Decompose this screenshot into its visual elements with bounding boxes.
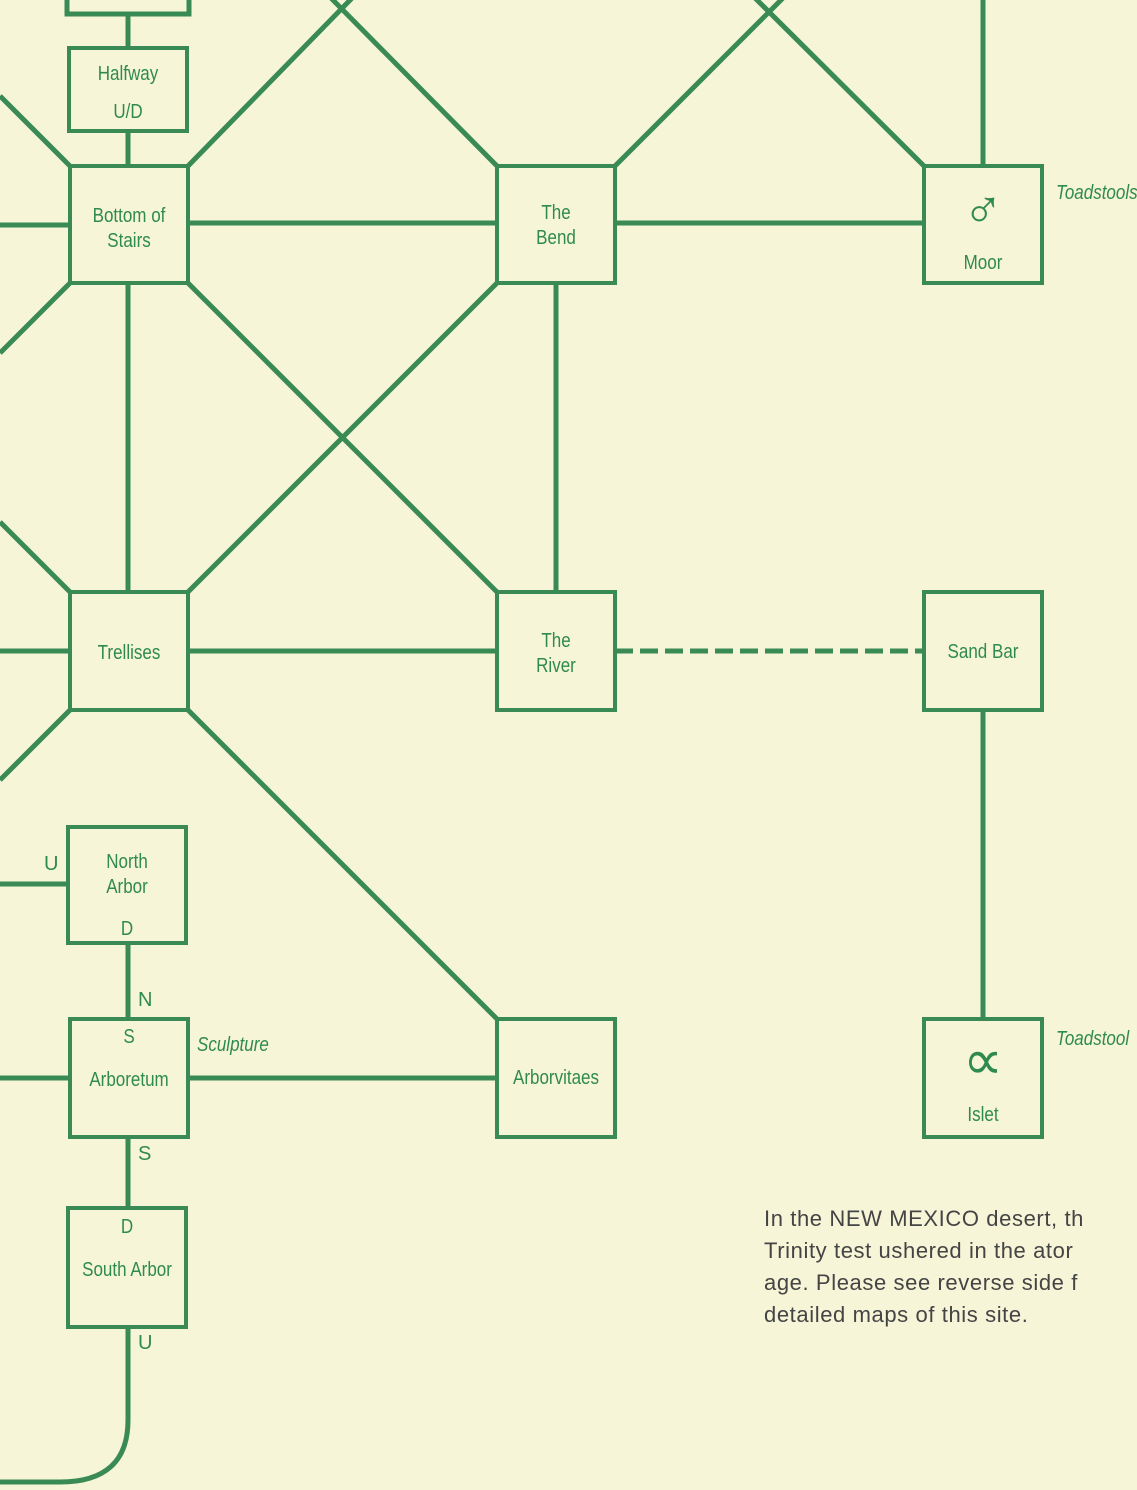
north-arbor-exit-up-label: U [44, 853, 59, 875]
caption-line-4: detailed maps of this site. [764, 1302, 1029, 1327]
room-south-arbor[interactable]: D South Arbor [66, 1206, 188, 1329]
caption-line-2: Trinity test ushered in the ator [764, 1238, 1074, 1263]
path-moor-nw [753, 0, 926, 168]
path-bend-to-trellises [186, 281, 499, 594]
room-sand-bar-label: Sand Bar [947, 641, 1019, 663]
room-the-river[interactable]: The River [495, 590, 617, 712]
room-bottom-of-stairs-line1: Bottom of [92, 205, 166, 227]
room-the-river-line2: River [536, 655, 576, 677]
room-trellises[interactable]: Trellises [68, 590, 190, 712]
caption-line-3: age. Please see reverse side f [764, 1270, 1078, 1295]
room-arborvitaes-label: Arborvitaes [513, 1067, 599, 1089]
path-trellises-sw [0, 708, 72, 782]
islet-note: Toadstool [1056, 1028, 1130, 1050]
path-bend-ne [613, 0, 785, 168]
path-trellises-to-arborvitaes [186, 708, 499, 1021]
room-halfway-label: Halfway [97, 63, 159, 85]
room-the-bend-line1: The [541, 202, 571, 224]
proportional-symbol-icon: ∝ [962, 1028, 1003, 1091]
south-arbor-exit-down: D [120, 1216, 134, 1238]
room-the-river-line1: The [541, 630, 571, 652]
path-stairs-ne [186, 0, 354, 168]
room-trellises-label: Trellises [97, 642, 161, 664]
caption-line-1: In the NEW MEXICO desert, th [764, 1206, 1085, 1231]
mars-symbol-icon: ♂ [962, 180, 1004, 240]
room-north-arbor-line1: North [106, 851, 148, 873]
room-south-arbor-label: South Arbor [82, 1259, 172, 1281]
arboretum-note: Sculpture [197, 1034, 269, 1056]
caption-text: In the NEW MEXICO desert, th Trinity tes… [764, 1203, 1137, 1331]
room-north-arbor[interactable]: North Arbor D [66, 825, 188, 945]
path-bend-nw [329, 0, 499, 168]
path-south-arbor-up-curve [0, 1327, 131, 1485]
room-halfway[interactable]: Halfway U/D [67, 46, 189, 133]
room-sand-bar[interactable]: Sand Bar [922, 590, 1044, 712]
north-exit-label: N [138, 989, 153, 1011]
room-islet-label: Islet [967, 1104, 999, 1126]
room-moor-label: Moor [963, 252, 1003, 274]
room-arboretum-label: Arboretum [89, 1069, 169, 1091]
room-moor[interactable]: ♂ Moor [922, 164, 1044, 285]
room-arboretum[interactable]: S Arboretum [68, 1017, 190, 1139]
path-stairs-nw [0, 94, 72, 168]
room-north-arbor-line2: Arbor [106, 876, 148, 898]
top-room-fragment [64, 0, 192, 17]
south-arbor-exit-up: U [138, 1332, 153, 1354]
arboretum-exit-south: S [123, 1026, 135, 1048]
south-exit-label: S [138, 1143, 152, 1165]
room-islet[interactable]: ∝ Islet [922, 1017, 1044, 1139]
room-halfway-exits: U/D [113, 101, 143, 123]
room-bottom-of-stairs-line2: Stairs [107, 230, 151, 252]
path-stairs-sw [0, 281, 72, 355]
room-the-bend[interactable]: The Bend [495, 164, 617, 285]
room-the-bend-line2: Bend [536, 227, 576, 249]
room-bottom-of-stairs[interactable]: Bottom of Stairs [68, 164, 190, 285]
room-arborvitaes[interactable]: Arborvitaes [495, 1017, 617, 1139]
north-arbor-exit-down: D [120, 918, 134, 940]
path-trellises-nw [0, 520, 72, 594]
moor-note: Toadstools [1056, 182, 1137, 204]
